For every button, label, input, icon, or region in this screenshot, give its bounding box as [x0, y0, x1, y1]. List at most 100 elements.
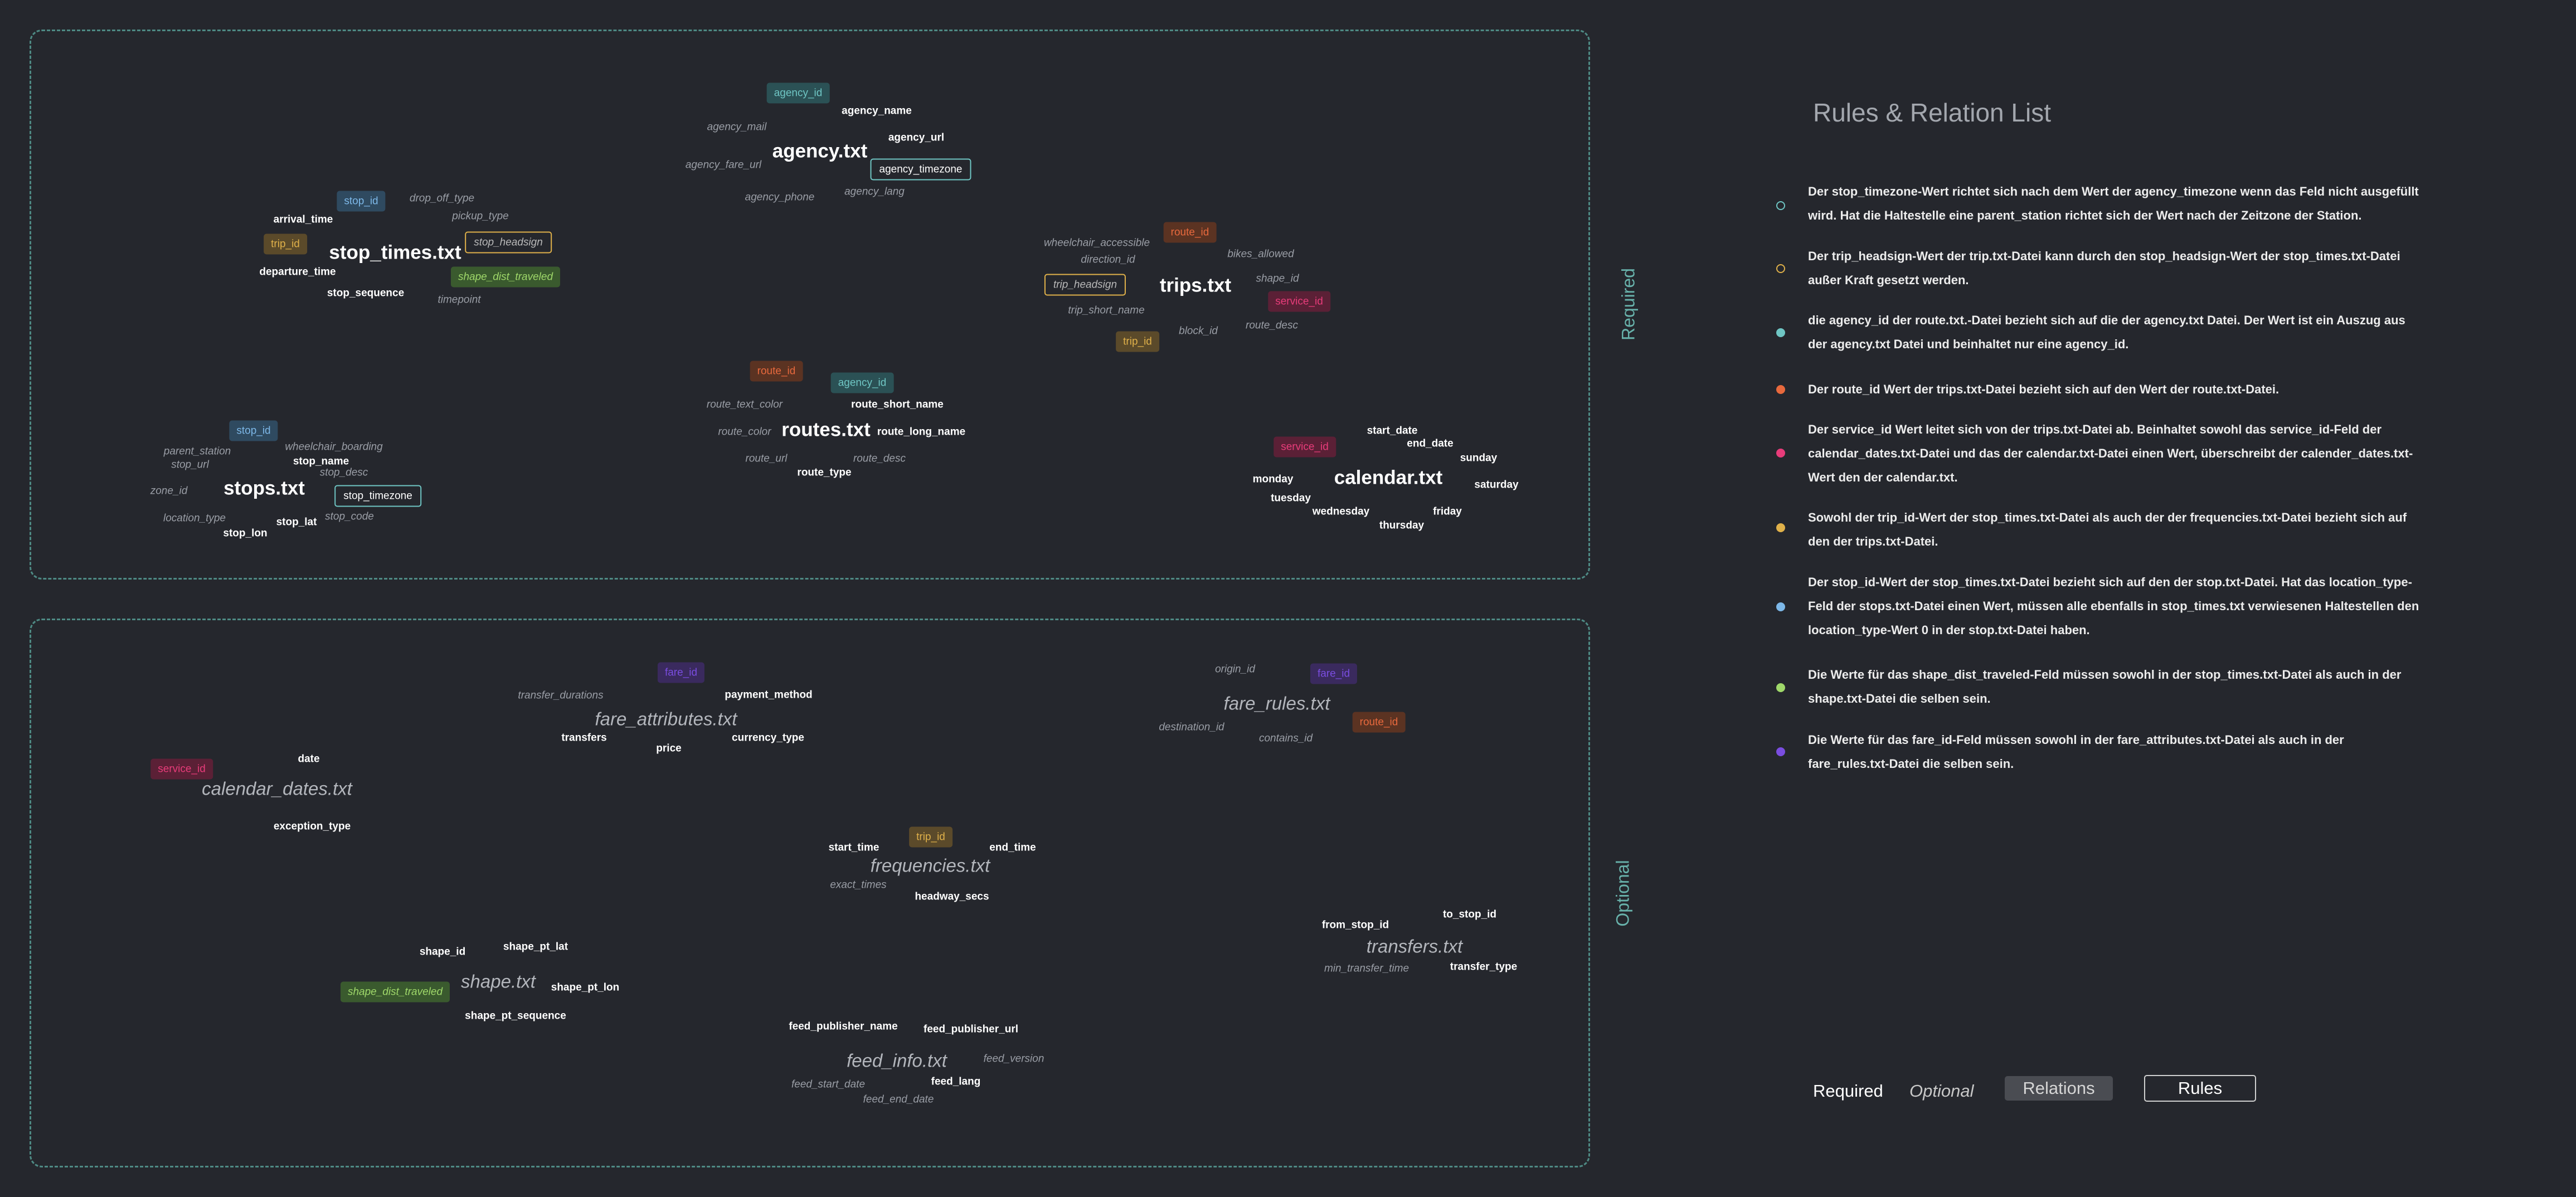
fare-attributes-payment-method-field[interactable]: payment_method: [725, 689, 813, 701]
trips-wheelchair-accessible-field[interactable]: wheelchair_accessible: [1043, 237, 1150, 249]
feed-info-file[interactable]: feed_info.txt: [847, 1050, 947, 1071]
stop-times-pickup-type-field[interactable]: pickup_type: [452, 210, 509, 222]
routes-route-id-key[interactable]: route_id: [750, 361, 803, 382]
stops-parent-station-field[interactable]: parent_station: [163, 445, 231, 458]
routes-route-text-color-field[interactable]: route_text_color: [706, 398, 783, 411]
calendar-saturday-field[interactable]: saturday: [1474, 479, 1519, 491]
fare-rules-origin-id-field[interactable]: origin_id: [1215, 663, 1255, 675]
routes-route-short-name-field[interactable]: route_short_name: [851, 398, 944, 411]
fare-rules-fare-id-key[interactable]: fare_id: [1310, 663, 1358, 684]
agency-lang-field[interactable]: agency_lang: [844, 186, 905, 198]
stops-stop-code-field[interactable]: stop_code: [325, 510, 374, 523]
trips-route-desc-field[interactable]: route_desc: [1245, 319, 1299, 332]
routes-route-desc-field[interactable]: route_desc: [853, 452, 906, 465]
calendar-file[interactable]: calendar.txt: [1334, 466, 1443, 489]
agency-timezone-field[interactable]: agency_timezone: [870, 158, 971, 181]
feed-info-publisher-url-field[interactable]: feed_publisher_url: [924, 1023, 1018, 1035]
stop-times-stop-id-key[interactable]: stop_id: [337, 191, 386, 212]
calendar-friday-field[interactable]: friday: [1433, 505, 1462, 518]
stops-zone-id-field[interactable]: zone_id: [150, 485, 188, 497]
feed-info-feed-start-date-field[interactable]: feed_start_date: [791, 1078, 866, 1091]
shape-shape-pt-lat-field[interactable]: shape_pt_lat: [503, 941, 568, 953]
trips-block-id-field[interactable]: block_id: [1179, 325, 1218, 337]
agency-name-field[interactable]: agency_name: [842, 105, 912, 117]
trips-direction-id-field[interactable]: direction_id: [1081, 254, 1135, 266]
routes-route-color-field[interactable]: route_color: [718, 426, 771, 438]
stops-stop-lat-field[interactable]: stop_lat: [276, 516, 317, 528]
trips-bikes-allowed-field[interactable]: bikes_allowed: [1227, 248, 1294, 260]
stops-stop-url-field[interactable]: stop_url: [171, 459, 209, 471]
rules-button[interactable]: Rules: [2144, 1075, 2256, 1102]
calendar-dates-file[interactable]: calendar_dates.txt: [202, 778, 352, 799]
trips-trip-short-name-field[interactable]: trip_short_name: [1068, 304, 1145, 317]
frequencies-start-time-field[interactable]: start_time: [828, 841, 879, 854]
fare-attributes-price-field[interactable]: price: [656, 742, 682, 755]
calendar-dates-service-id-key[interactable]: service_id: [150, 758, 213, 780]
fare-rules-file[interactable]: fare_rules.txt: [1223, 693, 1330, 714]
trips-shape-id-field[interactable]: shape_id: [1256, 273, 1299, 285]
frequencies-headway-secs-field[interactable]: headway_secs: [915, 891, 989, 903]
trips-trip-headsign-field[interactable]: trip_headsign: [1044, 274, 1126, 296]
frequencies-end-time-field[interactable]: end_time: [989, 841, 1036, 854]
calendar-monday-field[interactable]: monday: [1252, 473, 1294, 485]
calendar-sunday-field[interactable]: sunday: [1460, 452, 1498, 464]
stop-times-shape-dist-traveled-key[interactable]: shape_dist_traveled: [450, 266, 561, 288]
feed-info-feed-lang-field[interactable]: feed_lang: [931, 1076, 981, 1088]
feed-info-feed-version-field[interactable]: feed_version: [983, 1053, 1044, 1065]
stops-stop-desc-field[interactable]: stop_desc: [319, 466, 368, 479]
agency-agency-id-key[interactable]: agency_id: [766, 82, 830, 104]
stops-wheelchair-boarding-field[interactable]: wheelchair_boarding: [285, 441, 383, 453]
trips-service-id-key[interactable]: service_id: [1268, 291, 1330, 312]
transfers-to-stop-id-field[interactable]: to_stop_id: [1442, 908, 1497, 921]
stop-times-drop-off-type-field[interactable]: drop_off_type: [409, 192, 475, 205]
transfers-transfer-type-field[interactable]: transfer_type: [1450, 961, 1518, 973]
transfers-from-stop-id-field[interactable]: from_stop_id: [1321, 919, 1389, 931]
stops-stop-lon-field[interactable]: stop_lon: [223, 527, 268, 539]
stop-times-departure-time-field[interactable]: departure_time: [259, 266, 336, 278]
calendar-tuesday-field[interactable]: tuesday: [1271, 492, 1311, 504]
fare-attributes-currency-type-field[interactable]: currency_type: [732, 732, 804, 744]
filter-optional-tab[interactable]: Optional: [1909, 1081, 1974, 1101]
filter-required-tab[interactable]: Required: [1813, 1081, 1883, 1101]
feed-info-feed-end-date-field[interactable]: feed_end_date: [863, 1093, 934, 1106]
fare-attributes-fare-id-key[interactable]: fare_id: [657, 662, 705, 683]
fare-rules-destination-id-field[interactable]: destination_id: [1159, 721, 1224, 733]
trips-route-id-key[interactable]: route_id: [1163, 222, 1217, 243]
calendar-dates-date-field[interactable]: date: [298, 753, 320, 765]
stops-stop-name-field[interactable]: stop_name: [293, 455, 349, 468]
routes-route-long-name-field[interactable]: route_long_name: [877, 426, 966, 438]
frequencies-exact-times-field[interactable]: exact_times: [830, 879, 887, 891]
feed-info-publisher-name-field[interactable]: feed_publisher_name: [789, 1020, 898, 1033]
agency-phone-field[interactable]: agency_phone: [745, 191, 815, 203]
agency-file[interactable]: agency.txt: [772, 140, 868, 162]
fare-attributes-transfer-durations-field[interactable]: transfer_durations: [518, 689, 604, 702]
calendar-dates-exception-type-field[interactable]: exception_type: [273, 820, 351, 833]
frequencies-file[interactable]: frequencies.txt: [870, 855, 990, 876]
transfers-min-transfer-time-field[interactable]: min_transfer_time: [1324, 962, 1409, 975]
stops-file[interactable]: stops.txt: [223, 477, 305, 499]
routes-route-type-field[interactable]: route_type: [797, 466, 852, 479]
transfers-file[interactable]: transfers.txt: [1366, 936, 1463, 957]
shape-shape-dist-traveled-key[interactable]: shape_dist_traveled: [340, 981, 450, 1003]
stops-stop-timezone-field[interactable]: stop_timezone: [334, 485, 421, 507]
agency-mail-field[interactable]: agency_mail: [707, 121, 767, 133]
calendar-end-date-field[interactable]: end_date: [1407, 437, 1454, 450]
stop-times-stop-sequence-field[interactable]: stop_sequence: [327, 287, 405, 299]
calendar-wednesday-field[interactable]: wednesday: [1312, 505, 1370, 518]
stops-location-type-field[interactable]: location_type: [163, 512, 226, 524]
fare-rules-route-id-key[interactable]: route_id: [1352, 712, 1406, 733]
calendar-service-id-key[interactable]: service_id: [1274, 436, 1336, 458]
agency-url-field[interactable]: agency_url: [888, 132, 945, 144]
shape-file[interactable]: shape.txt: [461, 971, 536, 992]
routes-file[interactable]: routes.txt: [781, 419, 871, 441]
calendar-start-date-field[interactable]: start_date: [1367, 425, 1418, 437]
trips-trip-id-key[interactable]: trip_id: [1116, 331, 1159, 352]
fare-attributes-transfers-field[interactable]: transfers: [561, 732, 607, 744]
fare-attributes-file[interactable]: fare_attributes.txt: [595, 708, 737, 729]
stop-times-arrival-time-field[interactable]: arrival_time: [273, 213, 333, 226]
fare-rules-contains-id-field[interactable]: contains_id: [1258, 732, 1313, 745]
stop-times-timepoint-field[interactable]: timepoint: [438, 294, 481, 306]
stop-times-stop-headsign-field[interactable]: stop_headsign: [465, 231, 552, 254]
stop-times-file[interactable]: stop_times.txt: [329, 241, 461, 264]
trips-file[interactable]: trips.txt: [1159, 274, 1232, 296]
